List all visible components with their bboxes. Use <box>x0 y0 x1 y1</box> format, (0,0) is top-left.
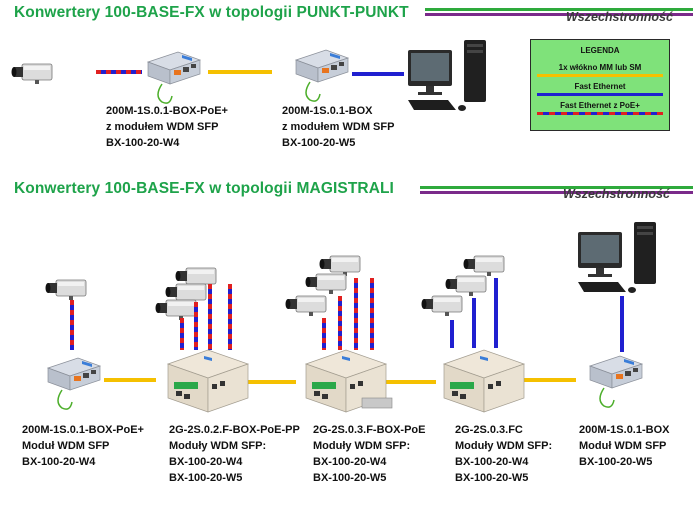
section2-brand: Wszechstronność <box>563 187 670 201</box>
section1-title: Konwertery 100-BASE-FX w topologii PUNKT… <box>14 4 409 21</box>
legend-line-poe <box>537 112 663 115</box>
legend-item-fiber-label: 1x włókno MM lub SM <box>558 63 642 72</box>
media-converter-icon <box>47 357 101 391</box>
camera-icon <box>319 255 361 277</box>
computer-icon <box>408 40 486 111</box>
section1-title-bars <box>425 8 693 18</box>
camera-icon <box>421 295 463 317</box>
camera-icon <box>155 299 197 321</box>
section2-title-bars <box>420 186 693 196</box>
section2-title: Konwertery 100-BASE-FX w topologii MAGIS… <box>14 180 394 197</box>
camera-icon <box>305 273 347 295</box>
legend-line-fiber <box>537 74 663 77</box>
switch-box-icon <box>443 349 525 413</box>
media-converter-icon <box>147 51 201 85</box>
media-converter-icon <box>295 49 349 83</box>
legend-title: LEGENDA <box>580 46 620 55</box>
camera-icon <box>463 255 505 277</box>
camera-icon <box>285 295 327 317</box>
media-converter-icon <box>589 355 643 389</box>
legend-item-poe-label: Fast Ethernet z PoE+ <box>560 101 640 110</box>
switch-box-icon <box>167 349 249 413</box>
camera-icon <box>45 279 87 301</box>
camera-icon <box>11 63 53 85</box>
legend-item-ethernet-label: Fast Ethernet <box>574 82 626 91</box>
camera-icon <box>445 275 487 297</box>
legend-box: LEGENDA 1x włókno MM lub SM Fast Etherne… <box>530 39 670 131</box>
computer-icon <box>578 222 656 293</box>
legend-line-ethernet <box>537 93 663 96</box>
section1-brand: Wszechstronność <box>566 10 673 24</box>
